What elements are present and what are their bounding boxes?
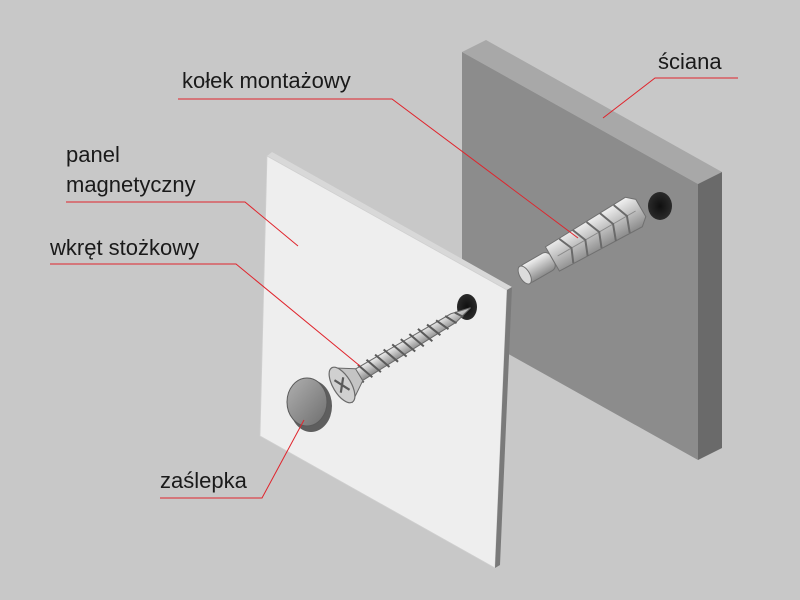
- countersunk-screw: [328, 307, 471, 404]
- leader-anchor: [178, 98, 579, 239]
- leader-cap: [160, 419, 305, 499]
- cover-cap: [286, 377, 332, 432]
- wall-side-edge: [698, 172, 722, 460]
- leader-panel: [66, 201, 299, 247]
- leader-wall: [602, 77, 738, 119]
- panel-side-edge: [495, 287, 512, 568]
- label-screw: wkręt stożkowy: [49, 235, 199, 260]
- wall-anchor: [517, 196, 647, 285]
- label-panel-line2: magnetyczny: [66, 172, 196, 197]
- wall-hole: [648, 192, 672, 220]
- leader-lines: [50, 77, 738, 499]
- panel-top-edge: [267, 152, 512, 290]
- label-panel-line1: panel: [66, 142, 120, 167]
- label-anchor: kołek montażowy: [182, 68, 351, 93]
- wall-top-edge: [462, 40, 722, 184]
- label-cap: zaślepka: [160, 468, 248, 493]
- label-wall: ściana: [658, 49, 722, 74]
- leader-screw: [50, 263, 361, 367]
